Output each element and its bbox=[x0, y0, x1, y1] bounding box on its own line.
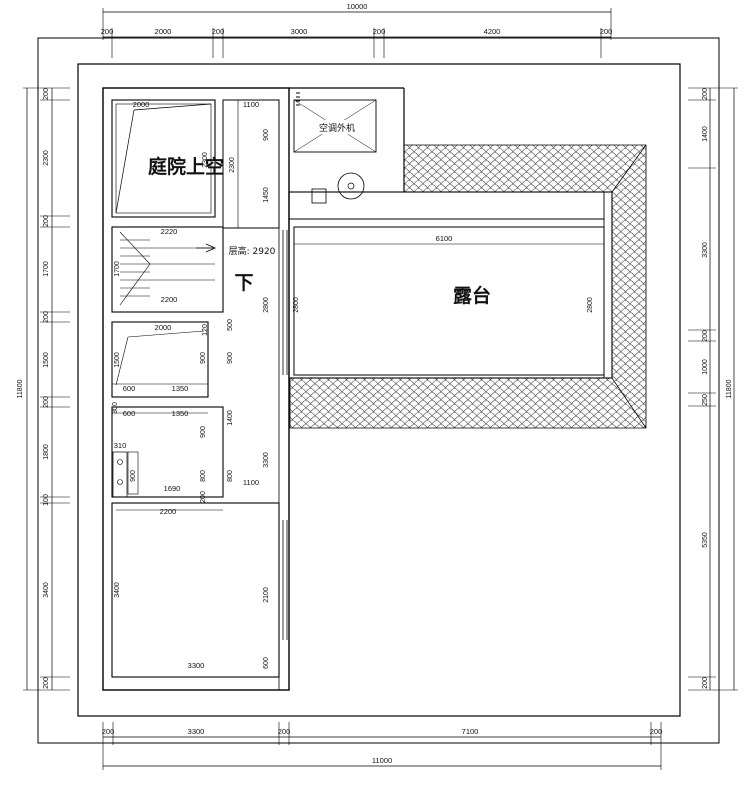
dim-stair-h: 1700 bbox=[114, 261, 121, 277]
corridor-partitions bbox=[278, 100, 288, 690]
dim-v600: 600 bbox=[263, 657, 270, 669]
terrace: 6100 2800 2800 露台 2800 bbox=[263, 226, 605, 376]
dim-top-5: 200 bbox=[373, 27, 386, 36]
dim-left-8: 1800 bbox=[43, 444, 50, 460]
dim-left-6: 1500 bbox=[43, 352, 50, 368]
dim-v3300: 3300 bbox=[263, 452, 270, 468]
dim-gap-1100: 1100 bbox=[243, 100, 259, 109]
dim-v900c: 900 bbox=[227, 352, 234, 364]
dim-w3300: 3300 bbox=[188, 661, 205, 670]
dim-right-2: 1400 bbox=[702, 126, 709, 142]
courtyard-void: 2000 2300 庭院上空 bbox=[111, 99, 224, 218]
dim-w1690: 1690 bbox=[164, 484, 181, 493]
dim-top-2: 2000 bbox=[155, 27, 172, 36]
dim-right-6: 250 bbox=[702, 394, 709, 406]
dim-top-3: 200 bbox=[212, 27, 225, 36]
dim-left-7: 200 bbox=[43, 396, 50, 408]
dim-room1-w: 2000 bbox=[155, 323, 172, 332]
dim-w1350b: 1350 bbox=[172, 409, 189, 418]
dim-bottom-1: 200 bbox=[102, 727, 115, 736]
dim-v900b: 900 bbox=[200, 352, 207, 364]
dim-stair-bottom: 2200 bbox=[161, 295, 178, 304]
dim-v900d: 900 bbox=[200, 426, 207, 438]
dim-room1-h: 1500 bbox=[114, 352, 121, 368]
dim-v900: 900 bbox=[263, 129, 270, 141]
room-bath-lower: 1350 600 300 900 1400 310 900 1690 800 8… bbox=[111, 402, 270, 503]
dim-top-1: 200 bbox=[101, 27, 114, 36]
dim-w310: 310 bbox=[114, 441, 127, 450]
dim-right-4: 200 bbox=[702, 330, 709, 342]
dim-top-4: 3000 bbox=[291, 27, 308, 36]
dim-left-4: 1700 bbox=[43, 261, 50, 277]
toilet bbox=[127, 451, 139, 495]
stair: 2220 2200 1700 层高: 2920 下 bbox=[111, 226, 276, 313]
dim-right-1: 200 bbox=[702, 88, 709, 100]
ac-unit-area: 空调外机 bbox=[293, 92, 377, 204]
dim-right-7: 5350 bbox=[702, 532, 709, 548]
dim-top-6: 4200 bbox=[484, 27, 501, 36]
dim-left-3: 200 bbox=[43, 215, 50, 227]
label-floor-height: 层高: 2920 bbox=[229, 245, 276, 257]
dim-left-11: 200 bbox=[43, 677, 50, 689]
dimension-top: 10000 200 2000 200 3000 200 4200 200 bbox=[101, 2, 613, 58]
dim-bottom-3: 200 bbox=[278, 727, 291, 736]
dim-w2200: 2200 bbox=[160, 507, 177, 516]
dim-room1-120: 120 bbox=[202, 324, 209, 336]
outer-frame bbox=[37, 37, 720, 744]
dim-stair-top: 2220 bbox=[161, 227, 178, 236]
dim-bottom-2: 3300 bbox=[188, 727, 205, 736]
dim-left-10: 3400 bbox=[43, 582, 50, 598]
dim-left-9: 100 bbox=[43, 494, 50, 506]
room-bath-upper: 2000 1500 120 500 900 900 600 1350 bbox=[111, 319, 234, 398]
dim-right-8: 200 bbox=[702, 677, 709, 689]
drain-box bbox=[311, 188, 327, 204]
dim-v3400: 3400 bbox=[114, 582, 121, 598]
dim-right-5: 1000 bbox=[702, 359, 709, 375]
label-terrace: 露台 bbox=[453, 284, 491, 307]
dim-left-2: 2300 bbox=[43, 150, 50, 166]
label-courtyard-void: 庭院上空 bbox=[148, 155, 224, 178]
dim-w600b: 600 bbox=[123, 409, 136, 418]
dim-left-5: 200 bbox=[43, 311, 50, 323]
washbasin bbox=[112, 451, 128, 498]
dim-right-overall: 11800 bbox=[726, 379, 733, 398]
dim-left-overall: 11800 bbox=[17, 379, 24, 398]
dim-courtyard-h: 2300 bbox=[202, 152, 209, 168]
label-ac-unit: 空调外机 bbox=[319, 122, 355, 134]
dimension-left: 11800 200 2300 200 1700 200 1500 200 180… bbox=[17, 87, 70, 691]
dim-bottom-5: 200 bbox=[650, 727, 663, 736]
dim-v300: 300 bbox=[112, 402, 119, 414]
dim-top-overall: 10000 bbox=[347, 2, 368, 11]
dimension-right: 200 1400 3300 200 1000 250 5350 200 1180… bbox=[688, 87, 738, 691]
dim-terrace-h-right: 2800 bbox=[587, 297, 594, 313]
dim-w600: 600 bbox=[123, 384, 136, 393]
dim-w1100b: 1100 bbox=[243, 478, 259, 487]
dim-room1-500: 500 bbox=[227, 319, 234, 331]
dim-bottom-4: 7100 bbox=[462, 727, 479, 736]
dim-courtyard-w: 2000 bbox=[133, 100, 150, 109]
dim-v1450: 1450 bbox=[263, 187, 270, 203]
dim-v900e: 900 bbox=[130, 470, 137, 482]
floor-drain bbox=[337, 172, 365, 200]
dim-left-1: 200 bbox=[43, 88, 50, 100]
dim-terrace-w: 6100 bbox=[436, 234, 453, 243]
site-boundary bbox=[77, 63, 681, 717]
dimension-bottom: 200 3300 200 7100 200 11000 bbox=[102, 722, 663, 770]
dim-v2800c: 2800 bbox=[263, 297, 270, 313]
dim-v200: 200 bbox=[200, 491, 207, 503]
dim-top-7: 200 bbox=[600, 27, 613, 36]
dim-w1350a: 1350 bbox=[172, 384, 189, 393]
dim-bottom-overall: 11000 bbox=[372, 756, 392, 765]
label-stair-down: 下 bbox=[234, 272, 253, 294]
dim-v800: 800 bbox=[200, 470, 207, 482]
dim-right-3: 3300 bbox=[702, 242, 709, 258]
small-room-top: 1100 900 1450 2300 bbox=[222, 99, 280, 229]
dim-v1400: 1400 bbox=[227, 410, 234, 426]
dim-terrace-h-left: 2800 bbox=[293, 297, 300, 313]
dim-v2100: 2100 bbox=[263, 587, 270, 603]
room-bottom: 2200 3400 3300 2100 600 bbox=[111, 502, 280, 678]
dim-v2300: 2300 bbox=[229, 157, 236, 173]
dim-v800b: 800 bbox=[227, 470, 234, 482]
